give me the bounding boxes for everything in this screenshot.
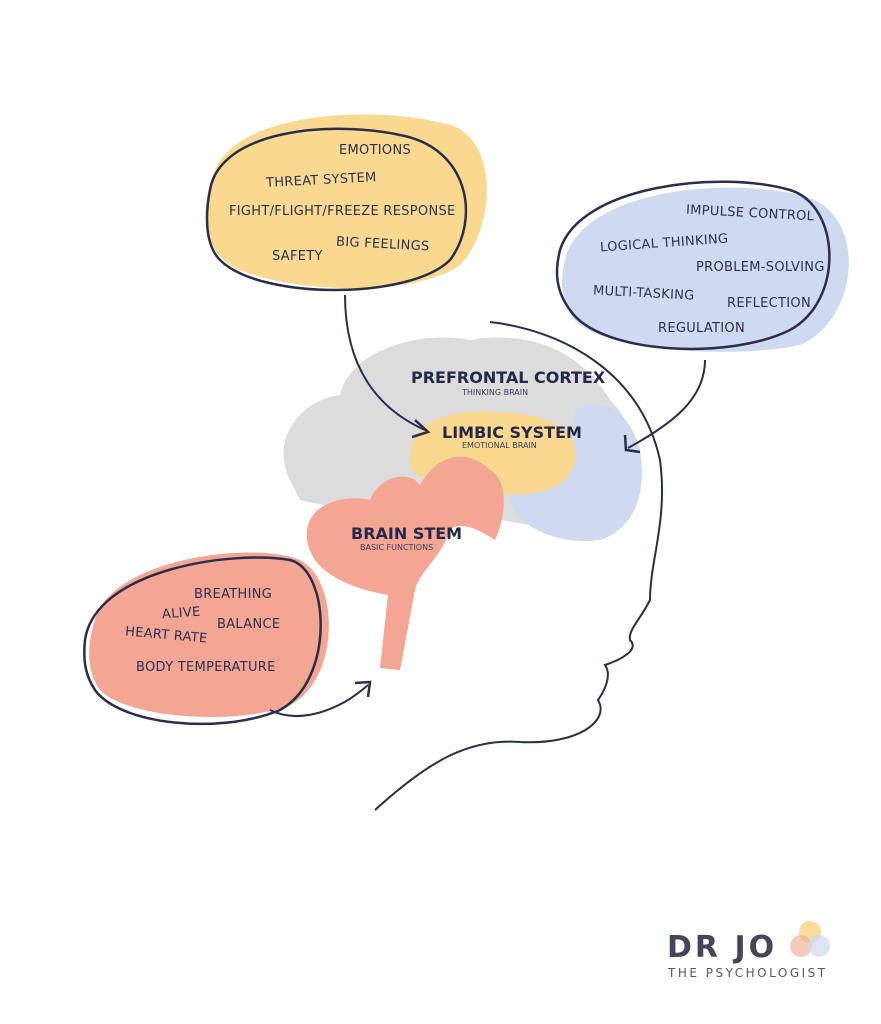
bubble-item: BREATHING [194, 587, 273, 602]
bubble-item: BALANCE [217, 617, 281, 632]
bubble-item: SAFETY [272, 249, 323, 264]
brainstem-title: BRAIN STEM [351, 524, 463, 543]
prefrontal-arrow [627, 359, 706, 449]
prefrontal-title: PREFRONTAL CORTEX [411, 368, 606, 387]
limbic-title: LIMBIC SYSTEM [442, 423, 582, 442]
logo-tagline: THE PSYCHOLOGIST [668, 966, 828, 980]
bubble-item: BODY TEMPERATURE [136, 660, 276, 675]
logo-circle-blue [808, 935, 830, 957]
bubble-item: EMOTIONS [339, 143, 412, 158]
prefrontal-bubble-outline [555, 180, 831, 351]
brainstem-bubble-outline [83, 556, 322, 726]
bubble-item: REGULATION [658, 321, 745, 336]
limbic-arrow [344, 294, 426, 431]
prefrontal-subtitle: THINKING BRAIN [462, 388, 529, 397]
limbic-subtitle: EMOTIONAL BRAIN [462, 441, 537, 450]
bubble-item: REFLECTION [727, 296, 811, 311]
logo-name: DR JO [667, 930, 778, 965]
head-outline [374, 321, 664, 811]
brainstem-shape [306, 456, 504, 670]
bubble-item: ALIVE [161, 604, 202, 623]
bubble-item: FIGHT/FLIGHT/FREEZE RESPONSE [229, 204, 456, 219]
brainstem-arrow [269, 684, 369, 717]
limbic-bubble-outline [205, 127, 468, 292]
prefrontal-shape [510, 404, 642, 541]
brainstem-subtitle: BASIC FUNCTIONS [360, 543, 434, 552]
logo-circle-salmon [790, 935, 812, 957]
bubble-item: PROBLEM-SOLVING [696, 260, 825, 275]
